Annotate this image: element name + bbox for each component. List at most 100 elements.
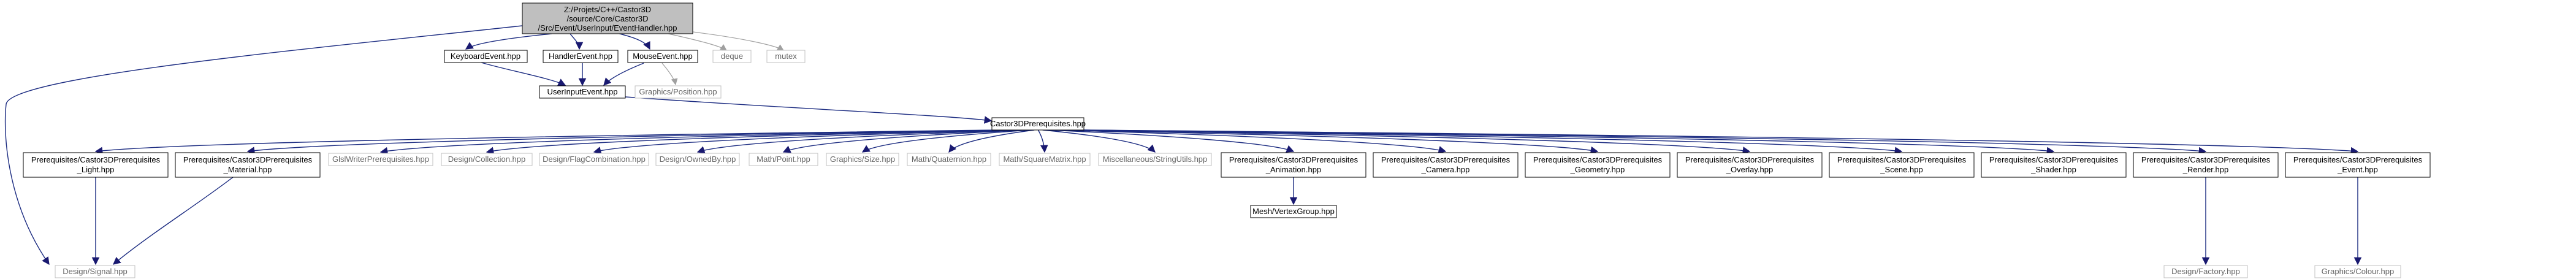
node-graphics-position[interactable]: Graphics/Position.hpp [634, 85, 722, 99]
misc-string-label: Miscellaneous/StringUtils.hpp [1103, 155, 1208, 164]
edge-user-input-castor-prereq [625, 96, 993, 124]
design-collection-label: Design/Collection.hpp [448, 155, 525, 164]
root-line-3: /Src/Event/UserInput/EventHandler.hpp [538, 23, 677, 32]
glsl-writer-label: GlslWriterPrerequisites.hpp [332, 155, 429, 164]
handler-event-label: HandlerEvent.hpp [549, 52, 612, 61]
design-owned-label: Design/OwnedBy.hpp [660, 155, 736, 164]
edge-prereq-owned [696, 129, 1024, 154]
edge-material-signal [113, 177, 234, 265]
root-line-1: Z:/Projets/C++/Castor3D [564, 5, 651, 14]
node-prereq-scene[interactable]: Prerequisites/Castor3DPrerequisites _Sce… [1829, 152, 1975, 178]
edge-prereq-flag [593, 129, 1021, 155]
edge-root-deque [668, 33, 727, 51]
prereq-geometry-line-1: Prerequisites/Castor3DPrerequisites [1533, 155, 1663, 164]
edges [4, 25, 2362, 266]
node-mutex[interactable]: mutex [766, 50, 806, 63]
edge-prereq-material [246, 129, 1007, 155]
node-glsl-writer-prerequisites[interactable]: GlslWriterPrerequisites.hpp [328, 153, 433, 166]
user-input-event-label: UserInputEvent.hpp [547, 87, 618, 96]
prereq-scene-line-1: Prerequisites/Castor3DPrerequisites [1837, 155, 1967, 164]
node-deque[interactable]: deque [712, 50, 752, 63]
prereq-event-line-2: _Event.hpp [2337, 165, 2378, 174]
node-design-factory[interactable]: Design/Factory.hpp [2163, 265, 2248, 278]
prereq-shader-line-1: Prerequisites/Castor3DPrerequisites [1989, 155, 2119, 164]
edge-prereq-overlay [1066, 129, 1751, 155]
prereq-light-line-1: Prerequisites/Castor3DPrerequisites [31, 155, 161, 164]
prereq-render-line-2: _Render.hpp [2182, 165, 2228, 174]
prereq-shader-line-2: _Shader.hpp [2030, 165, 2076, 174]
prereq-material-line-2: _Material.hpp [223, 165, 272, 174]
node-keyboard-event[interactable]: KeyboardEvent.hpp [444, 50, 528, 63]
root-line-2: /source/Core/Castor3D [567, 14, 649, 23]
edge-prereq-shader [1078, 129, 2055, 155]
edge-prereq-square [1037, 129, 1048, 153]
prereq-camera-line-1: Prerequisites/Castor3DPrerequisites [1381, 155, 1511, 164]
mesh-vertex-group-label: Mesh/VertexGroup.hpp [1252, 207, 1335, 216]
node-prereq-overlay[interactable]: Prerequisites/Castor3DPrerequisites _Ove… [1677, 152, 1823, 178]
fan-out-edges [94, 129, 2359, 155]
edge-root-mouse-event [619, 33, 650, 50]
node-math-point[interactable]: Math/Point.hpp [749, 153, 818, 166]
node-user-input-event[interactable]: UserInputEvent.hpp [539, 85, 626, 99]
graphics-size-label: Graphics/Size.hpp [830, 155, 895, 164]
edge-root-handler-event [570, 33, 584, 50]
node-prereq-event[interactable]: Prerequisites/Castor3DPrerequisites _Eve… [2285, 152, 2431, 178]
node-graphics-size[interactable]: Graphics/Size.hpp [826, 153, 899, 166]
node-prereq-render[interactable]: Prerequisites/Castor3DPrerequisites _Ren… [2133, 152, 2279, 178]
node-mouse-event[interactable]: MouseEvent.hpp [627, 50, 698, 63]
node-misc-string-utils[interactable]: Miscellaneous/StringUtils.hpp [1098, 153, 1212, 166]
prereq-render-line-1: Prerequisites/Castor3DPrerequisites [2141, 155, 2271, 164]
design-signal-label: Design/Signal.hpp [63, 267, 128, 276]
node-castor3d-prerequisites[interactable]: Castor3DPrerequisites.hpp [990, 117, 1086, 131]
design-factory-label: Design/Factory.hpp [2171, 267, 2240, 276]
edge-prereq-size [861, 129, 1031, 153]
edge-root-mutex [692, 31, 784, 51]
node-math-quaternion[interactable]: Math/Quaternion.hpp [907, 153, 991, 166]
node-design-signal[interactable]: Design/Signal.hpp [55, 265, 135, 278]
node-prereq-camera[interactable]: Prerequisites/Castor3DPrerequisites _Cam… [1373, 152, 1519, 178]
graphics-colour-label: Graphics/Colour.hpp [2322, 267, 2395, 276]
node-design-flag-combination[interactable]: Design/FlagCombination.hpp [539, 153, 649, 166]
math-quaternion-label: Math/Quaternion.hpp [912, 155, 986, 164]
node-design-collection[interactable]: Design/Collection.hpp [441, 153, 533, 166]
prereq-scene-line-2: _Scene.hpp [1880, 165, 1922, 174]
node-math-square-matrix[interactable]: Math/SquareMatrix.hpp [999, 153, 1091, 166]
edge-prereq-point [782, 129, 1028, 153]
prereq-event-line-1: Prerequisites/Castor3DPrerequisites [2293, 155, 2423, 164]
edge-prereq-glsl [379, 129, 1012, 155]
edge-prereq-camera [1054, 129, 1447, 154]
edge-prereq-event [1081, 129, 2359, 155]
prereq-material-line-1: Prerequisites/Castor3DPrerequisites [183, 155, 313, 164]
prereq-geometry-line-2: _Geometry.hpp [1570, 165, 1625, 174]
edge-prereq-collection [486, 129, 1016, 155]
node-graphics-colour[interactable]: Graphics/Colour.hpp [2314, 265, 2401, 278]
node-prereq-material[interactable]: Prerequisites/Castor3DPrerequisites _Mat… [175, 152, 321, 178]
edge-prereq-geometry [1060, 129, 1599, 155]
node-design-owned-by[interactable]: Design/OwnedBy.hpp [655, 153, 740, 166]
node-prereq-shader[interactable]: Prerequisites/Castor3DPrerequisites _Sha… [1981, 152, 2127, 178]
node-prereq-geometry[interactable]: Prerequisites/Castor3DPrerequisites _Geo… [1525, 152, 1671, 178]
deque-label: deque [721, 52, 743, 61]
math-square-label: Math/SquareMatrix.hpp [1003, 155, 1086, 164]
edge-root-keyboard-event [465, 33, 552, 50]
prereq-animation-line-1: Prerequisites/Castor3DPrerequisites [1229, 155, 1358, 164]
edge-prereq-string [1042, 129, 1156, 153]
math-point-label: Math/Point.hpp [756, 155, 810, 164]
prereq-camera-line-2: _Camera.hpp [1421, 165, 1470, 174]
node-handler-event[interactable]: HandlerEvent.hpp [543, 50, 619, 63]
node-mesh-vertex-group[interactable]: Mesh/VertexGroup.hpp [1250, 205, 1337, 218]
edge-keyboard-user-input [481, 62, 566, 86]
keyboard-event-label: KeyboardEvent.hpp [451, 52, 520, 61]
design-flag-label: Design/FlagCombination.hpp [543, 155, 646, 164]
prereq-overlay-line-2: _Overlay.hpp [1726, 165, 1773, 174]
edge-prereq-light [94, 129, 1000, 155]
mouse-event-label: MouseEvent.hpp [633, 52, 693, 61]
node-prereq-animation[interactable]: Prerequisites/Castor3DPrerequisites _Ani… [1221, 152, 1366, 178]
prereq-light-line-2: _Light.hpp [77, 165, 115, 174]
node-prereq-light[interactable]: Prerequisites/Castor3DPrerequisites _Lig… [23, 152, 169, 178]
edge-root-design-signal [4, 25, 523, 266]
prereq-overlay-line-1: Prerequisites/Castor3DPrerequisites [1685, 155, 1815, 164]
node-event-handler-root[interactable]: Z:/Projets/C++/Castor3D /source/Core/Cas… [522, 2, 693, 34]
edge-prereq-animation [1048, 129, 1295, 153]
